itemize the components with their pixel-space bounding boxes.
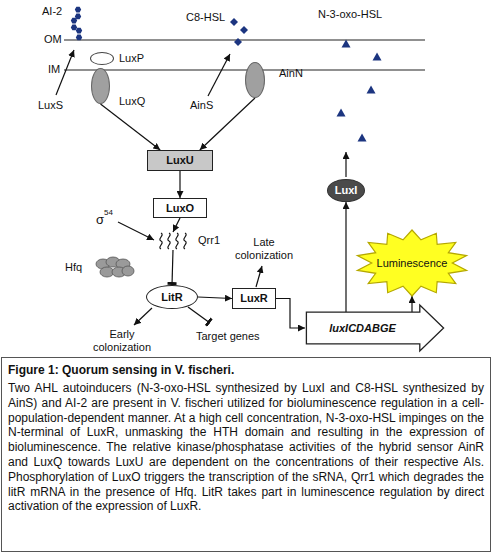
oxo-hsl-molecule — [337, 109, 346, 117]
caption-body: Two AHL autoinducers (N-3-oxo-HSL synthe… — [8, 381, 484, 514]
lux-operon-arrow: luxICDABGE — [305, 304, 445, 352]
molecule-label: AI-2 — [42, 5, 62, 18]
c8-hsl-molecule — [230, 18, 238, 26]
luxp-receptor: LuxP — [90, 52, 114, 65]
enzyme-label: AinS — [190, 99, 213, 112]
hfq-complex: Hfq — [95, 256, 135, 280]
node-label: LuxO — [166, 202, 194, 215]
luxr-box: LuxR — [232, 288, 276, 309]
oxo-hsl-molecule — [373, 53, 382, 61]
litr-ellipse: LitR — [146, 285, 198, 309]
figure-caption-heading: Figure 1: Quorum sensing in V. fischeri. — [8, 363, 234, 377]
node-label: Hfq — [65, 261, 82, 274]
node-label: LuxP — [119, 52, 144, 65]
node-label: Qrr1 — [198, 234, 220, 247]
ai2-molecule — [71, 18, 77, 30]
ai2-molecule — [76, 28, 82, 40]
enzyme-label: LuxS — [38, 99, 63, 112]
late-colonization-arrow — [256, 266, 262, 287]
process-label: Early colonization — [86, 328, 158, 354]
synthesis-arrow — [208, 54, 230, 96]
activation-connector — [101, 104, 161, 150]
ai2-molecule — [75, 7, 81, 19]
early-colonization-arrow — [134, 308, 152, 325]
rna-wave — [176, 233, 178, 249]
activation-connector — [411, 296, 412, 312]
luxu-box: LuxU — [147, 150, 213, 171]
caption-frame — [2, 358, 491, 552]
rna-wave — [160, 233, 162, 249]
ainn-sensor: AinN — [245, 62, 265, 98]
sigma-label: σ — [96, 212, 104, 227]
luxi-ellipse: LuxI — [327, 179, 365, 202]
secretion-arrow — [345, 152, 346, 177]
membrane-label: OM — [44, 33, 62, 46]
rna-wave — [168, 233, 170, 249]
molecule-label: N-3-oxo-HSL — [318, 8, 382, 21]
node-label: Luminescence — [377, 257, 448, 270]
activation-connector — [198, 297, 232, 299]
starburst — [357, 230, 466, 296]
sigma-superscript: 54 — [104, 208, 113, 217]
qrr1-srna: Qrr1 — [156, 232, 190, 250]
molecule-label: C8-HSL — [186, 11, 225, 24]
membrane-label: IM — [48, 63, 60, 76]
inner-membrane — [64, 69, 425, 70]
wave-shape — [156, 232, 190, 250]
oxo-hsl-molecule — [342, 40, 351, 48]
luminescence-star: Luminescence — [356, 230, 468, 296]
c8-hsl-molecule — [234, 38, 242, 46]
outer-membrane — [64, 39, 425, 40]
node-label: luxICDABGE — [329, 322, 396, 335]
activation-connector — [345, 202, 346, 312]
oxo-hsl-molecule — [358, 134, 367, 142]
c8-hsl-molecule — [240, 26, 248, 34]
repression-connector — [172, 250, 173, 285]
node-label: AinN — [279, 67, 303, 80]
node-label: LuxR — [240, 292, 268, 305]
activation-connector — [276, 299, 305, 329]
hfq-subunit — [122, 266, 134, 276]
luxo-box: LuxO — [153, 198, 207, 218]
repression-line — [188, 307, 210, 323]
node-label: LuxI — [335, 184, 358, 197]
oxo-hsl-molecule — [367, 86, 376, 94]
rna-wave — [184, 233, 186, 249]
activation-connector — [179, 171, 180, 198]
node-label: LuxQ — [119, 95, 145, 108]
gene-arrow — [306, 305, 443, 351]
blobs-shape — [95, 256, 135, 280]
node-label: LitR — [161, 291, 182, 304]
luxq-sensor: LuxQ — [91, 68, 110, 104]
sigma-arrow — [118, 222, 154, 240]
activation-connector — [173, 218, 180, 232]
process-label: Late colonization — [230, 236, 298, 262]
process-label: Target genes — [196, 330, 260, 343]
node-label: LuxU — [166, 154, 194, 167]
